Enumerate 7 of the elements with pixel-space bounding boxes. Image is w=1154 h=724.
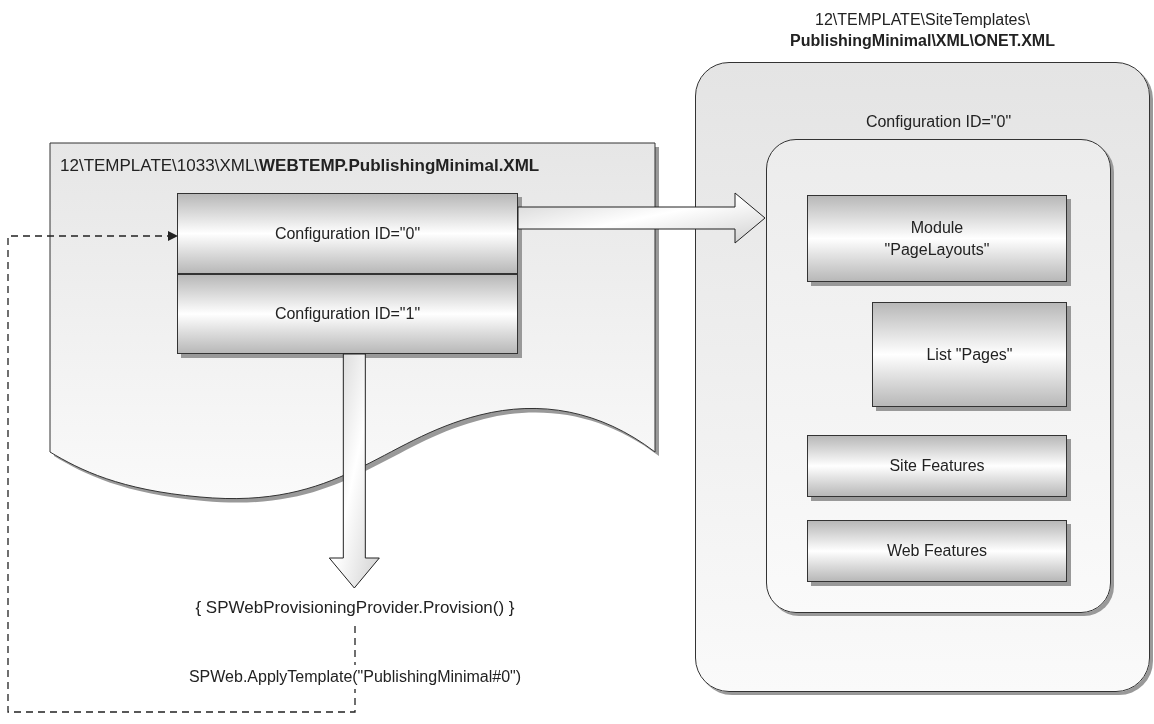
box-label: Site Features [889,456,985,476]
panel-heading: Configuration ID="0" [864,112,1013,132]
box-label: Web Features [886,541,988,561]
box-label: List "Pages" [926,344,1013,365]
file-path-heading: 12\TEMPLATE\SiteTemplates\ PublishingMinimal\XML\ONET.XML [789,10,1056,51]
box-label: Module "PageLayouts" [883,217,991,260]
method-call-text: { SPWebProvisioningProvider.Provision() } [195,597,515,620]
